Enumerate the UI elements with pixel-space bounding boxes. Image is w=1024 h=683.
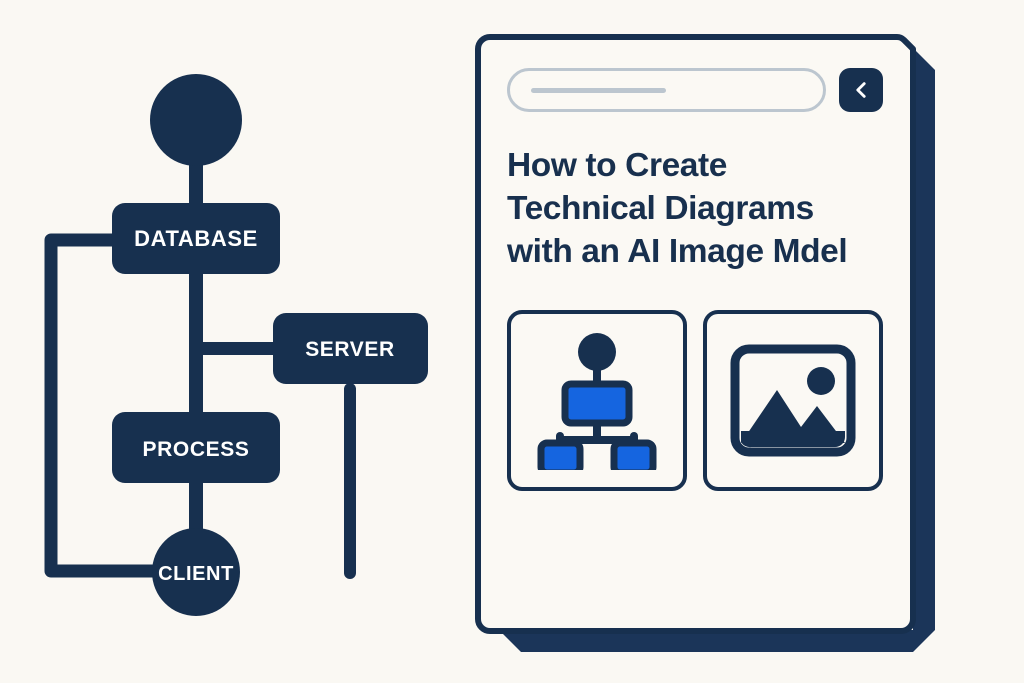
search-input[interactable] <box>507 68 826 112</box>
flow-node-process-label: PROCESS <box>143 438 250 461</box>
article-card[interactable]: How to Create Technical Diagrams with an… <box>465 18 955 658</box>
card-edge-right <box>913 48 935 630</box>
edge-server-stem <box>344 383 356 579</box>
flow-node-process-shape <box>112 412 280 483</box>
diagram-thumbnail[interactable] <box>507 310 687 491</box>
flow-node-start[interactable] <box>150 74 242 166</box>
image-thumbnail[interactable] <box>703 310 883 491</box>
flow-node-server-shape <box>273 313 428 384</box>
thumbnail-row <box>507 310 883 491</box>
edge-process-client <box>189 473 203 543</box>
chevron-left-icon <box>856 82 866 98</box>
card-toolbar <box>507 67 883 113</box>
image-placeholder-icon <box>730 344 856 457</box>
flow-node-client[interactable]: CLIENT <box>152 528 240 616</box>
card-edge-bottom <box>499 630 935 652</box>
page-title: How to Create Technical Diagrams with an… <box>507 147 848 270</box>
flow-node-database[interactable]: DATABASE <box>112 203 280 274</box>
back-button[interactable] <box>839 68 883 112</box>
flow-node-client-shape <box>152 528 240 616</box>
flow-node-server-label: SERVER <box>305 338 395 361</box>
search-placeholder-line <box>531 87 666 93</box>
flowchart-svg: DATABASE SERVER PROCESS CLIENT <box>44 74 428 616</box>
flowchart-panel: DATABASE SERVER PROCESS CLIENT <box>0 0 470 683</box>
hierarchy-diagram-icon <box>537 332 657 470</box>
card-content: How to Create Technical Diagrams with an… <box>476 37 914 617</box>
flow-node-process[interactable]: PROCESS <box>112 412 280 483</box>
flow-node-database-shape <box>112 203 280 274</box>
flow-node-client-label: CLIENT <box>158 563 234 585</box>
flow-node-server[interactable]: SERVER <box>273 313 428 384</box>
edge-feedback-loop <box>44 233 160 578</box>
flow-node-database-label: DATABASE <box>134 226 258 251</box>
